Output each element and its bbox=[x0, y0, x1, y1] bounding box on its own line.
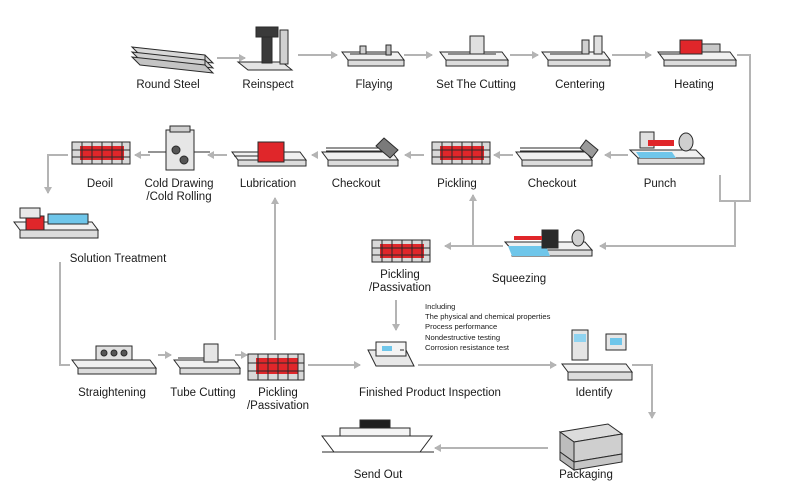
centering-machine-icon bbox=[541, 35, 611, 67]
straightening-machine-icon bbox=[71, 345, 157, 375]
reinspect-machine-icon bbox=[236, 26, 294, 71]
solution-treatment-machine-icon bbox=[13, 207, 99, 239]
step-label-packaging: Packaging bbox=[559, 469, 613, 481]
checkout-right-machine-icon bbox=[515, 139, 599, 167]
mid-passivation-tank-icon bbox=[371, 239, 431, 263]
arrow-squeezing-to-pickling bbox=[469, 194, 503, 247]
step-label-tube-cutting: Tube Cutting bbox=[170, 387, 236, 399]
heating-machine-icon bbox=[657, 39, 737, 67]
inspection-items-note: Including The physical and chemical prop… bbox=[425, 302, 550, 353]
step-label-squeezing: Squeezing bbox=[491, 273, 547, 285]
arrow-solution-to-straightening bbox=[59, 262, 70, 366]
note-line: Nondestructive testing bbox=[425, 332, 501, 342]
step-label-centering: Centering bbox=[555, 79, 605, 91]
lubrication-machine-icon bbox=[231, 141, 307, 167]
step-label-solution-treatment: Solution Treatment bbox=[69, 253, 167, 265]
inspection-machine-icon bbox=[367, 341, 415, 367]
arrow-identify-to-packaging bbox=[632, 364, 656, 419]
squeezing-machine-icon bbox=[503, 229, 594, 257]
cutting-machine-icon bbox=[439, 35, 509, 67]
deoil-tank-icon bbox=[71, 141, 131, 165]
arrow-heating-to-punch bbox=[719, 54, 751, 202]
step-label-flaying: Flaying bbox=[355, 79, 393, 91]
step-label-punch: Punch bbox=[643, 178, 677, 190]
step-label-mid-passivation: /Passivation bbox=[368, 282, 432, 294]
tube-cutting-machine-icon bbox=[173, 343, 241, 375]
cold-drawing-machine-icon bbox=[148, 125, 210, 171]
note-line: Including bbox=[425, 302, 456, 311]
step-label-pickling: Pickling bbox=[437, 178, 477, 190]
step-label-finished-product-inspection: Finished Product Inspection bbox=[359, 387, 501, 399]
note-line: The physical and chemical properties bbox=[425, 312, 551, 322]
identify-machine-icon bbox=[561, 329, 633, 381]
step-label-mid-pickling: Pickling bbox=[380, 269, 420, 281]
low-passivation-tank-icon bbox=[247, 353, 305, 381]
step-label-round-steel: Round Steel bbox=[136, 79, 200, 91]
pickling-tank-icon bbox=[431, 141, 491, 165]
step-label-reinspect: Reinspect bbox=[242, 79, 294, 91]
step-label-low-pickling: Pickling bbox=[258, 387, 298, 399]
step-label-cold-drawing: Cold Drawing bbox=[144, 178, 214, 190]
note-line: Process performance bbox=[425, 322, 498, 332]
step-label-checkout-left: Checkout bbox=[331, 178, 381, 190]
step-label-straightening: Straightening bbox=[78, 387, 146, 399]
arrow-right-down-to-squeezing bbox=[599, 201, 736, 250]
step-label-deoil: Deoil bbox=[86, 178, 114, 190]
step-label-identify: Identify bbox=[575, 387, 613, 399]
step-label-low-passivation: /Passivation bbox=[246, 400, 310, 412]
flaying-machine-icon bbox=[341, 44, 405, 67]
step-label-set-the-cutting: Set The Cutting bbox=[436, 79, 516, 91]
step-label-cold-rolling: /Cold Rolling bbox=[146, 191, 212, 203]
flow-arrows bbox=[44, 51, 751, 452]
note-line: Corrosion resistance test bbox=[425, 342, 509, 352]
checkout-left-machine-icon bbox=[321, 137, 399, 167]
step-label-heating: Heating bbox=[674, 79, 714, 91]
arrow-deoil-to-solution bbox=[44, 154, 68, 194]
punch-machine-icon bbox=[628, 131, 706, 165]
step-label-checkout-right: Checkout bbox=[527, 178, 577, 190]
step-label-send-out: Send Out bbox=[353, 469, 403, 481]
round-steel-icon bbox=[130, 46, 215, 74]
step-label-lubrication: Lubrication bbox=[239, 178, 297, 190]
ship-icon bbox=[321, 419, 434, 453]
packaging-stack-icon bbox=[558, 423, 624, 471]
